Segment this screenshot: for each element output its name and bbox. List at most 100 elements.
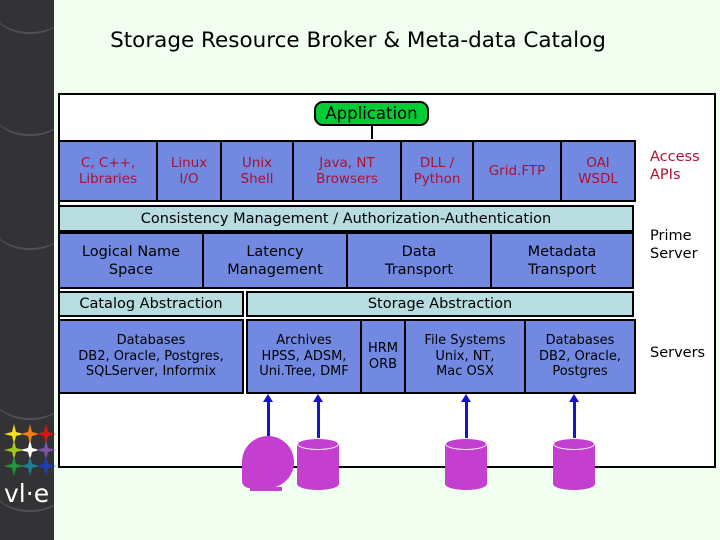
rail-wave bbox=[0, 392, 54, 420]
disk-storage-top bbox=[445, 438, 487, 450]
prime-server-caption-line2: Server bbox=[650, 246, 698, 262]
arrow-head-up-icon bbox=[569, 394, 579, 402]
access-api-box-line2: Libraries bbox=[78, 171, 138, 187]
logo-star-icon bbox=[20, 456, 40, 476]
disk-storage-icon bbox=[553, 438, 595, 490]
application-connector bbox=[371, 126, 373, 139]
logo-star-icon bbox=[4, 424, 24, 444]
access-api-box-5[interactable]: Grid.FTP bbox=[472, 140, 562, 202]
access-api-box-line1: Grid.FTP bbox=[488, 163, 546, 179]
prime-server-box-line2: Transport bbox=[527, 261, 597, 278]
logo-star-icon bbox=[36, 456, 56, 476]
storage-link-arrow bbox=[573, 398, 576, 442]
access-api-box-line2: Browsers bbox=[316, 171, 378, 187]
server-box-line2: ORB bbox=[368, 356, 398, 372]
storage-link-arrow bbox=[317, 398, 320, 442]
disk-storage-body bbox=[445, 444, 487, 484]
access-api-box-label: C, C++,Libraries bbox=[79, 155, 137, 187]
disk-storage-body bbox=[553, 444, 595, 484]
prime-server-box-line2: Transport bbox=[384, 261, 454, 278]
storage-abstraction-box[interactable]: Storage Abstraction bbox=[246, 291, 634, 317]
access-api-box-label: Grid.FTP bbox=[489, 163, 546, 179]
access-api-box-line1: DLL / bbox=[419, 155, 455, 171]
access-api-box-line1: Java, NT bbox=[319, 155, 375, 171]
access-api-box-4[interactable]: DLL /Python bbox=[400, 140, 474, 202]
prime-server-caption-line1: Prime bbox=[650, 228, 692, 244]
disk-storage-top bbox=[297, 438, 339, 450]
catalog-abstraction-box[interactable]: Catalog Abstraction bbox=[58, 291, 244, 317]
access-api-box-line1: Linux bbox=[170, 155, 208, 171]
arrow-head-up-icon bbox=[461, 394, 471, 402]
disk-storage-icon bbox=[297, 438, 339, 490]
prime-server-box-line2: Management bbox=[227, 261, 323, 278]
disk-storage-body bbox=[297, 444, 339, 484]
access-apis-caption: Access APIs bbox=[650, 148, 720, 184]
access-api-box-line1: OAI bbox=[586, 155, 610, 171]
server-box-line2: HPSS, ADSM, bbox=[261, 348, 347, 364]
application-box[interactable]: Application bbox=[314, 101, 429, 126]
logo-star-icon bbox=[20, 424, 40, 444]
prime-server-box-line1: Data bbox=[401, 243, 437, 260]
access-api-box-line2: Shell bbox=[240, 171, 274, 187]
server-box-line3: Postgres bbox=[552, 364, 608, 380]
logo-star-icon bbox=[4, 440, 24, 460]
access-api-box-line2: I/O bbox=[179, 171, 199, 187]
server-box-line2: Unix, NT, bbox=[435, 348, 495, 364]
access-api-box-line2: Python bbox=[413, 171, 461, 187]
rail-wave bbox=[0, 484, 54, 512]
server-box-line3: SQLServer, Informix bbox=[85, 364, 217, 380]
access-apis-caption-line2: APIs bbox=[650, 167, 681, 183]
servers-caption: Servers bbox=[650, 345, 706, 361]
access-api-box-line2: WSDL bbox=[578, 171, 618, 187]
logo-star-glyph bbox=[36, 456, 56, 476]
server-box-line1: Databases bbox=[116, 333, 186, 349]
prime-server-box-line1: Metadata bbox=[527, 243, 597, 260]
logo-star-icon bbox=[36, 424, 56, 444]
prime-server-box-line1: Logical Name bbox=[81, 243, 181, 260]
logo-star-icon bbox=[36, 440, 56, 460]
access-apis-caption-line1: Access bbox=[650, 149, 700, 165]
logo-star-icon bbox=[20, 440, 40, 460]
vle-wordmark: vl·e bbox=[4, 479, 50, 508]
server-box-line1: HRM bbox=[367, 341, 399, 356]
storage-link-arrow bbox=[267, 398, 270, 442]
arrow-head-up-icon bbox=[313, 394, 323, 402]
access-api-box-0[interactable]: C, C++,Libraries bbox=[58, 140, 158, 202]
server-box-line1: File Systems bbox=[424, 333, 506, 349]
disk-storage-icon bbox=[445, 438, 487, 490]
page-title: Storage Resource Broker & Meta-data Cata… bbox=[110, 28, 606, 53]
access-api-box-line1: C, C++, bbox=[80, 155, 136, 171]
server-box-line2: DB2, Oracle, bbox=[539, 348, 621, 364]
prime-server-caption: Prime Server bbox=[650, 227, 720, 263]
server-box-line1: Archives bbox=[276, 333, 332, 349]
access-api-box-label: DLL /Python bbox=[414, 155, 461, 187]
server-box-line3: Mac OSX bbox=[436, 364, 494, 380]
consistency-management-banner[interactable]: Consistency Management / Authorization-A… bbox=[58, 205, 634, 232]
tape-storage-tail bbox=[250, 487, 282, 491]
